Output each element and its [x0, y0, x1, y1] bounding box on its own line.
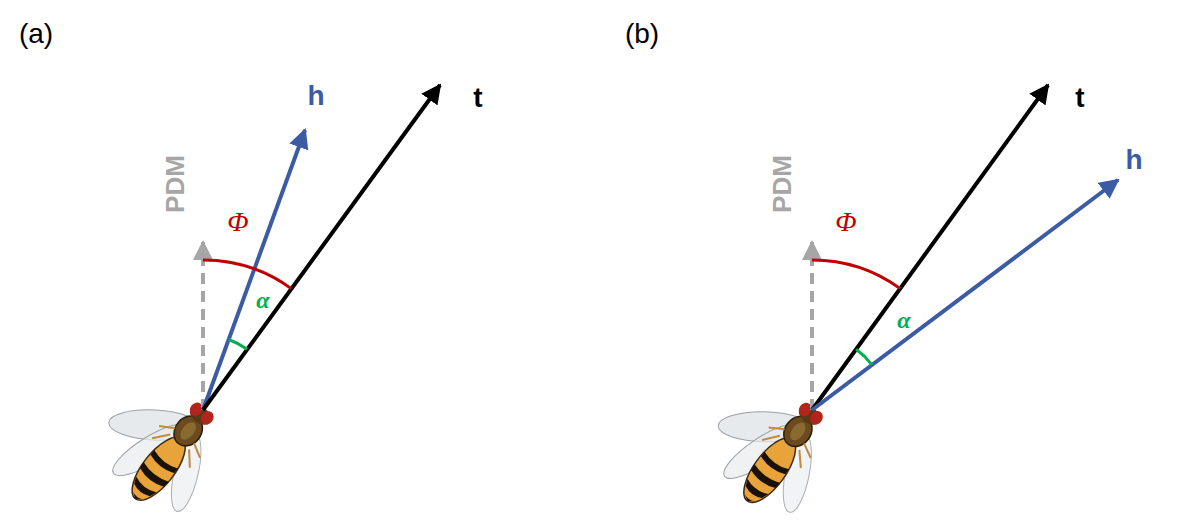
heading-arrow — [812, 180, 1118, 410]
alpha-arc — [229, 340, 247, 350]
panel-label: (b) — [625, 20, 659, 48]
axis-label: PDM — [769, 155, 795, 213]
heading-arrow — [203, 130, 305, 410]
panel-label: (a) — [19, 20, 53, 48]
hoverfly-figure — [686, 363, 857, 524]
phi-arc — [812, 260, 900, 289]
phi-arc — [203, 260, 291, 289]
angle-label: Φ — [227, 208, 248, 236]
vector-label: t — [473, 84, 482, 112]
vector-label: h — [1125, 146, 1142, 174]
trajectory-arrow — [203, 85, 440, 410]
angle-label: Φ — [835, 208, 856, 236]
angle-label: α — [256, 288, 269, 312]
trajectory-arrow — [812, 85, 1048, 410]
vector-label: t — [1075, 84, 1084, 112]
angle-label: α — [897, 308, 910, 332]
alpha-arc — [856, 349, 872, 365]
vector-label: h — [307, 82, 324, 110]
pdm-arrow — [201, 242, 205, 410]
axis-label: PDM — [162, 155, 188, 213]
pdm-arrow — [810, 242, 814, 410]
